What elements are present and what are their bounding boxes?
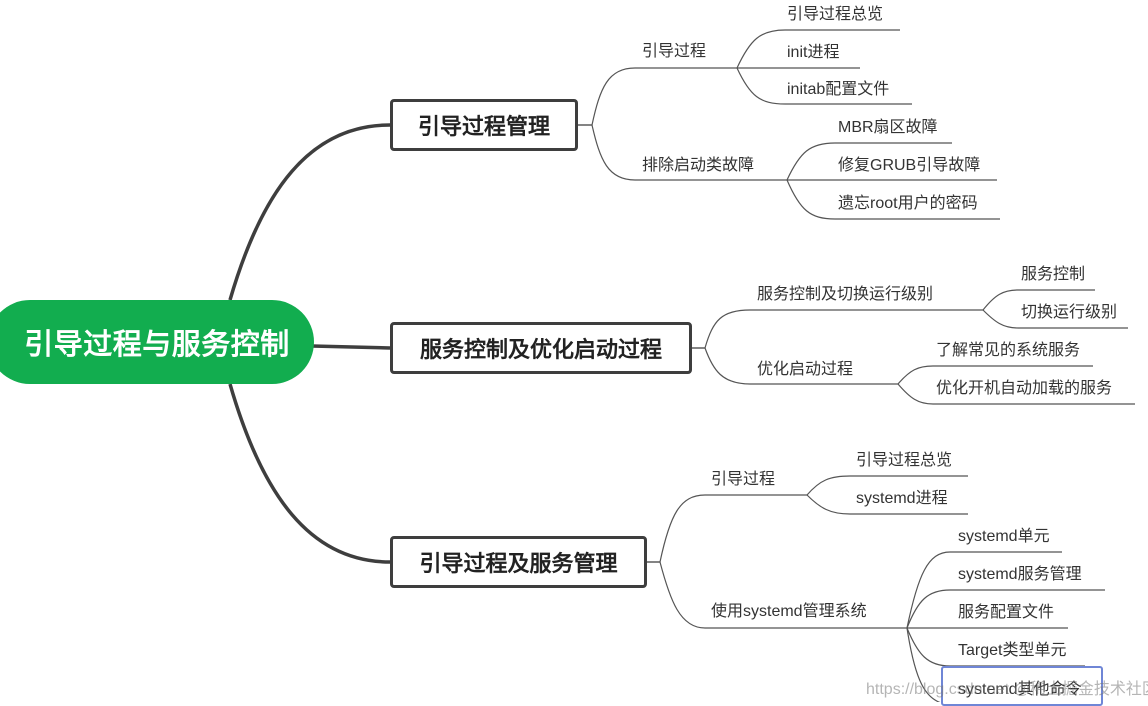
- leaf-boot-overview[interactable]: 引导过程总览: [787, 6, 884, 23]
- subtopic-boot-process[interactable]: 引导过程: [642, 43, 707, 60]
- leaf-mbr-fault[interactable]: MBR扇区故障: [838, 119, 938, 136]
- leaf-systemd-service-management[interactable]: systemd服务管理: [958, 566, 1082, 583]
- subtopic-systemd-management[interactable]: 使用systemd管理系统: [711, 603, 867, 620]
- subtopic-boot-process-2[interactable]: 引导过程: [711, 471, 776, 488]
- leaf-initab-config[interactable]: initab配置文件: [787, 81, 890, 98]
- leaf-switch-runlevel[interactable]: 切换运行级别: [1021, 304, 1118, 321]
- subtopic-service-runlevel[interactable]: 服务控制及切换运行级别: [757, 286, 934, 303]
- leaf-init-process[interactable]: init进程: [787, 44, 840, 61]
- leaf-systemd-process[interactable]: systemd进程: [856, 490, 948, 507]
- leaf-common-services[interactable]: 了解常见的系统服务: [936, 342, 1081, 359]
- leaf-service-config-file[interactable]: 服务配置文件: [958, 604, 1055, 621]
- leaf-systemd-unit[interactable]: systemd单元: [958, 528, 1050, 545]
- topic-boot-process-management[interactable]: 引导过程管理: [390, 99, 578, 151]
- leaf-service-control[interactable]: 服务控制: [1021, 266, 1086, 283]
- root-topic[interactable]: 引导过程与服务控制: [0, 300, 314, 384]
- leaf-grub-repair[interactable]: 修复GRUB引导故障: [838, 157, 981, 174]
- topic-boot-and-service-management[interactable]: 引导过程及服务管理: [390, 536, 647, 588]
- leaf-systemd-other-commands[interactable]: systemd其他命令: [958, 681, 1082, 698]
- leaf-boot-overview-2[interactable]: 引导过程总览: [856, 452, 953, 469]
- leaf-root-password[interactable]: 遗忘root用户的密码: [838, 195, 978, 212]
- subtopic-optimize-boot[interactable]: 优化启动过程: [757, 361, 854, 378]
- leaf-target-unit[interactable]: Target类型单元: [958, 642, 1067, 659]
- leaf-autostart-services[interactable]: 优化开机自动加载的服务: [936, 380, 1113, 397]
- watermark: https://blog.csdn.net @稀土掘金技术社区: [866, 681, 1148, 698]
- topic-service-control[interactable]: 服务控制及优化启动过程: [390, 322, 692, 374]
- subtopic-troubleshoot-boot[interactable]: 排除启动类故障: [642, 157, 755, 174]
